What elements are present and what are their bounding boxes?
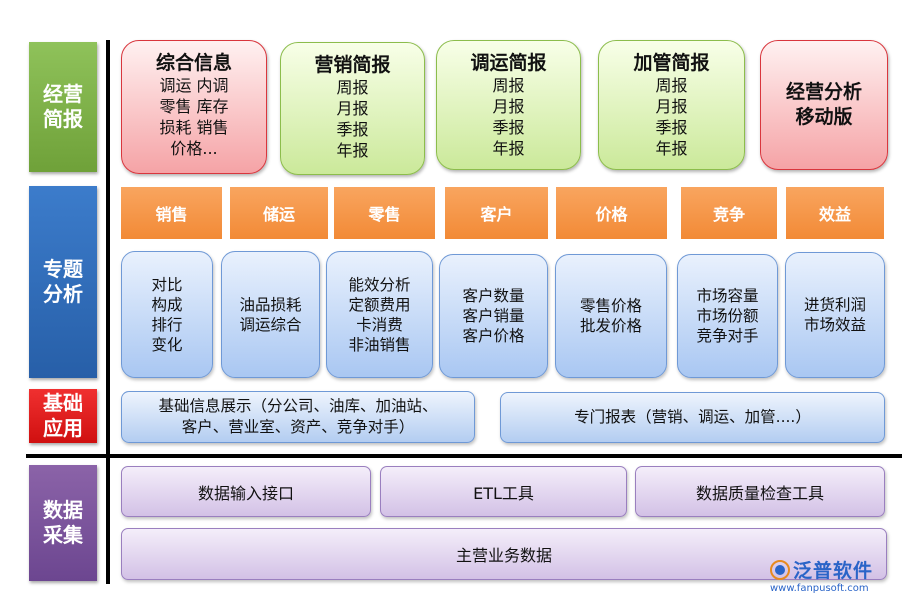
card-mobile-analysis[interactable]: 经营分析 移动版 <box>760 40 888 170</box>
card-line: 损耗 销售 <box>159 118 229 137</box>
card-title: 调运简报 <box>470 52 547 74</box>
logo-name: 泛普软件 <box>793 560 874 582</box>
detail-line: 定额费用 <box>348 295 411 314</box>
detail-line: 非油销售 <box>348 335 411 354</box>
detail-line: 客户销量 <box>462 307 525 325</box>
topic-storage[interactable]: 储运 <box>230 187 328 239</box>
topic-sales[interactable]: 销售 <box>121 187 222 239</box>
detail-price[interactable]: 零售价格 批发价格 <box>555 254 667 378</box>
topic-label: 客户 <box>480 205 513 224</box>
card-line: 年报 <box>655 139 688 158</box>
card-title: 综合信息 <box>155 52 232 74</box>
category-topic-analysis: 专题分析 <box>29 186 97 378</box>
card-title: 经营分析 <box>785 81 862 103</box>
card-line: 周报 <box>492 76 525 95</box>
detail-line: 对比 <box>151 275 183 294</box>
category-topic-label: 专题分析 <box>43 257 83 306</box>
collect-etl-tool[interactable]: ETL工具 <box>380 466 627 517</box>
topic-customer[interactable]: 客户 <box>445 187 548 239</box>
card-line: 价格... <box>170 139 218 158</box>
collect-etl-label: ETL工具 <box>473 483 534 503</box>
card-line: 调运 内调 <box>159 76 229 95</box>
topic-benefit[interactable]: 效益 <box>786 187 884 239</box>
base-info-display[interactable]: 基础信息展示（分公司、油库、加油站、 客户、营业室、资产、竞争对手） <box>121 391 475 443</box>
detail-retail[interactable]: 能效分析 定额费用 卡消费 非油销售 <box>326 251 433 378</box>
collect-main-label: 主营业务数据 <box>455 546 552 565</box>
detail-line: 零售价格 <box>579 297 642 315</box>
topic-label: 效益 <box>818 205 851 224</box>
category-briefing: 经营简报 <box>29 42 97 172</box>
detail-line: 进货利润 <box>803 296 866 314</box>
logo-row: 泛普软件 <box>770 556 898 583</box>
detail-sales[interactable]: 对比 构成 排行 变化 <box>121 251 213 378</box>
collect-quality-label: 数据质量检查工具 <box>695 483 824 503</box>
card-line: 季报 <box>492 118 525 137</box>
detail-line: 构成 <box>151 295 183 314</box>
category-base-label: 基础应用 <box>43 391 83 440</box>
card-line: 周报 <box>336 78 369 97</box>
card-line: 年报 <box>336 141 369 160</box>
topic-label: 销售 <box>155 205 188 224</box>
vertical-divider <box>106 40 110 584</box>
card-line: 月报 <box>336 99 369 118</box>
detail-line: 调运综合 <box>239 315 302 334</box>
topic-competition[interactable]: 竞争 <box>681 187 777 239</box>
detail-line: 市场份额 <box>696 307 759 325</box>
detail-line: 变化 <box>151 335 183 354</box>
card-marketing-brief[interactable]: 营销简报 周报 月报 季报 年报 <box>280 42 425 175</box>
detail-line: 油品损耗 <box>239 295 302 314</box>
card-title: 营销简报 <box>314 54 391 76</box>
detail-line: 市场效益 <box>803 316 866 334</box>
collect-quality-tool[interactable]: 数据质量检查工具 <box>635 466 885 517</box>
base-info-line1: 基础信息展示（分公司、油库、加油站、 <box>158 397 438 415</box>
card-transport-brief[interactable]: 调运简报 周报 月报 季报 年报 <box>436 40 581 170</box>
topic-label: 储运 <box>262 205 295 224</box>
topic-price[interactable]: 价格 <box>556 187 667 239</box>
card-line: 月报 <box>655 97 688 116</box>
topic-retail[interactable]: 零售 <box>334 187 435 239</box>
card-line: 年报 <box>492 139 525 158</box>
category-collect-label: 数据采集 <box>43 498 83 547</box>
detail-competition[interactable]: 市场容量 市场份额 竞争对手 <box>677 254 778 378</box>
base-info-line2: 客户、营业室、资产、竞争对手） <box>181 418 415 436</box>
card-general-info[interactable]: 综合信息 调运 内调 零售 库存 损耗 销售 价格... <box>121 40 267 174</box>
card-line: 周报 <box>655 76 688 95</box>
detail-line: 能效分析 <box>348 275 411 294</box>
detail-line: 客户数量 <box>462 287 525 305</box>
collect-main-business-data[interactable]: 主营业务数据 <box>121 528 887 580</box>
detail-line: 竞争对手 <box>696 327 759 345</box>
card-title-line2: 移动版 <box>795 106 853 128</box>
brand-logo: 泛普软件 www.fanpusoft.com <box>770 556 898 600</box>
detail-line: 卡消费 <box>356 315 403 334</box>
detail-customer[interactable]: 客户数量 客户销量 客户价格 <box>439 254 548 378</box>
horizontal-divider <box>26 454 902 458</box>
topic-label: 竞争 <box>712 205 745 224</box>
base-special-reports[interactable]: 专门报表（营销、调运、加管....） <box>500 392 885 443</box>
card-title: 加管简报 <box>633 52 710 74</box>
detail-storage[interactable]: 油品损耗 调运综合 <box>221 251 320 378</box>
detail-line: 排行 <box>151 315 183 334</box>
card-line: 季报 <box>336 120 369 139</box>
card-management-brief[interactable]: 加管简报 周报 月报 季报 年报 <box>598 40 745 170</box>
topic-label: 零售 <box>368 205 401 224</box>
topic-label: 价格 <box>595 205 628 224</box>
base-reports-label: 专门报表（营销、调运、加管....） <box>574 408 811 426</box>
logo-url: www.fanpusoft.com <box>770 583 869 594</box>
collect-input-interface[interactable]: 数据输入接口 <box>121 466 371 517</box>
collect-input-label: 数据输入接口 <box>197 483 294 503</box>
category-data-collection: 数据采集 <box>29 465 97 581</box>
detail-line: 市场容量 <box>696 287 759 305</box>
category-briefing-label: 经营简报 <box>43 82 83 131</box>
card-line: 零售 库存 <box>159 97 229 116</box>
category-base-application: 基础应用 <box>29 389 97 443</box>
detail-benefit[interactable]: 进货利润 市场效益 <box>785 252 885 378</box>
detail-line: 客户价格 <box>462 327 525 345</box>
detail-line: 批发价格 <box>579 317 642 335</box>
card-line: 月报 <box>492 97 525 116</box>
logo-icon <box>770 559 790 580</box>
card-line: 季报 <box>655 118 688 137</box>
